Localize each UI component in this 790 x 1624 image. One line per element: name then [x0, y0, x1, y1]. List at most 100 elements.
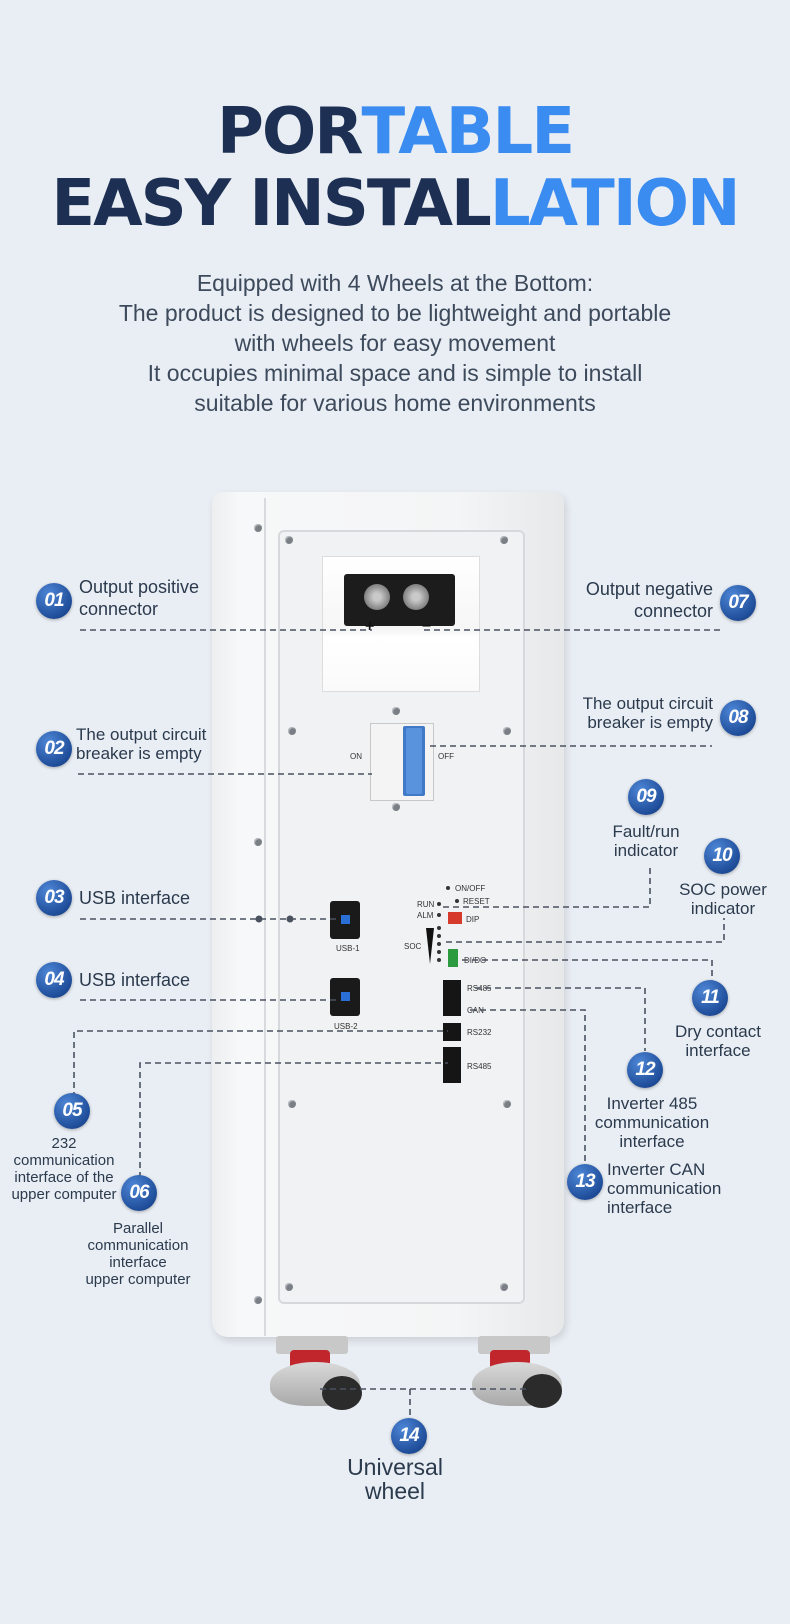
leader-line-10 — [446, 918, 725, 943]
screw-icon — [500, 1283, 508, 1291]
soc-led — [437, 950, 441, 954]
soc-led — [437, 934, 441, 938]
cabinet-seam — [264, 498, 266, 1336]
rs485-parallel-port[interactable] — [443, 1047, 461, 1083]
soc-led — [437, 926, 441, 930]
leader-line-13 — [470, 1009, 586, 1168]
breaker-off-label: OFF — [438, 752, 454, 761]
callout-12-badge: 12 — [627, 1052, 663, 1088]
wheel-icon — [322, 1376, 362, 1410]
callout-04-label: USB interface — [79, 970, 191, 990]
wheel-mount — [478, 1336, 550, 1354]
rs232-port[interactable] — [443, 1023, 461, 1041]
screw-icon — [288, 1100, 296, 1108]
reset-button[interactable] — [455, 899, 459, 903]
callout-07-badge: 07 — [720, 585, 756, 621]
dip-switch[interactable] — [448, 912, 462, 924]
screw-icon — [288, 727, 296, 735]
dry-contact-connector[interactable] — [448, 949, 458, 967]
screw-icon — [254, 838, 262, 846]
reset-label: RESET — [463, 897, 490, 906]
leader-line-12 — [475, 987, 646, 1051]
soc-label: SOC — [404, 942, 422, 951]
title-portable-dark: POR — [216, 95, 364, 169]
description-line: suitable for various home environments — [194, 390, 596, 416]
screw-icon — [392, 707, 400, 715]
description: Equipped with 4 Wheels at the Bottom: Th… — [0, 268, 790, 418]
breaker-on-label: ON — [350, 752, 362, 761]
title-easy-install-dark: EASY INSTAL — [51, 167, 491, 241]
callout-14-badge: 14 — [391, 1418, 427, 1454]
callout-08-badge: 08 — [720, 700, 756, 736]
usb-2-label: USB-2 — [334, 1022, 358, 1031]
output-terminal-block — [344, 574, 455, 626]
usb-1-port[interactable] — [330, 901, 360, 939]
screw-icon — [503, 727, 511, 735]
screw-icon — [500, 536, 508, 544]
callout-05-badge: 05 — [54, 1093, 90, 1129]
callout-01-badge: 01 — [36, 583, 72, 619]
title-easy-install-blue: LATION — [489, 167, 741, 241]
breaker-handle-highlight — [406, 728, 422, 794]
soc-bar-icon — [426, 928, 434, 964]
leader-line-06 — [139, 1062, 448, 1178]
description-line: with wheels for easy movement — [234, 330, 556, 356]
usb-2-port[interactable] — [330, 978, 360, 1016]
callout-09-badge: 09 — [628, 779, 664, 815]
screw-icon — [285, 536, 293, 544]
callout-03-label: USB interface — [79, 888, 191, 908]
screw-icon — [254, 524, 262, 532]
callout-10-badge: 10 — [704, 838, 740, 874]
run-led — [437, 902, 441, 906]
callout-02-badge: 02 — [36, 731, 72, 767]
leader-line-11 — [462, 959, 713, 984]
usb-1-label: USB-1 — [336, 944, 360, 953]
rs485-bottom-label: RS485 — [467, 1062, 492, 1071]
alm-led — [437, 913, 441, 917]
on-off-button[interactable] — [446, 886, 450, 890]
positive-terminal-bolt-icon — [364, 584, 390, 610]
leader-line-05 — [73, 1030, 448, 1098]
title-portable-blue: TABLE — [361, 95, 575, 169]
description-line: Equipped with 4 Wheels at the Bottom: — [196, 270, 594, 296]
rs232-label: RS232 — [467, 1028, 492, 1037]
on-off-label: ON/OFF — [455, 884, 486, 893]
callout-11-badge: 11 — [692, 980, 728, 1016]
wheel-mount — [276, 1336, 348, 1354]
alm-label: ALM — [417, 911, 434, 920]
description-line: The product is designed to be lightweigh… — [118, 300, 672, 326]
soc-led — [437, 942, 441, 946]
callout-13-badge: 13 — [567, 1164, 603, 1200]
negative-sign: − — [422, 618, 432, 635]
callout-04-badge: 04 — [36, 962, 72, 998]
positive-sign: + — [365, 618, 375, 635]
screw-icon — [285, 1283, 293, 1291]
title-line-2: EASY INSTALLATION — [0, 172, 790, 236]
wheel-icon — [522, 1374, 562, 1408]
title-line-1: PORTABLE — [0, 100, 790, 164]
leader-line-09 — [443, 868, 651, 908]
description-line: It occupies minimal space and is simple … — [147, 360, 643, 386]
callout-06-badge: 06 — [121, 1175, 157, 1211]
screw-icon — [392, 803, 400, 811]
run-label: RUN — [417, 900, 435, 909]
negative-terminal-bolt-icon — [403, 584, 429, 610]
screw-icon — [503, 1100, 511, 1108]
callout-03-badge: 03 — [36, 880, 72, 916]
screw-icon — [254, 1296, 262, 1304]
rs485-can-port[interactable] — [443, 980, 461, 1016]
dip-label: DIP — [466, 915, 480, 924]
soc-led — [437, 958, 441, 962]
